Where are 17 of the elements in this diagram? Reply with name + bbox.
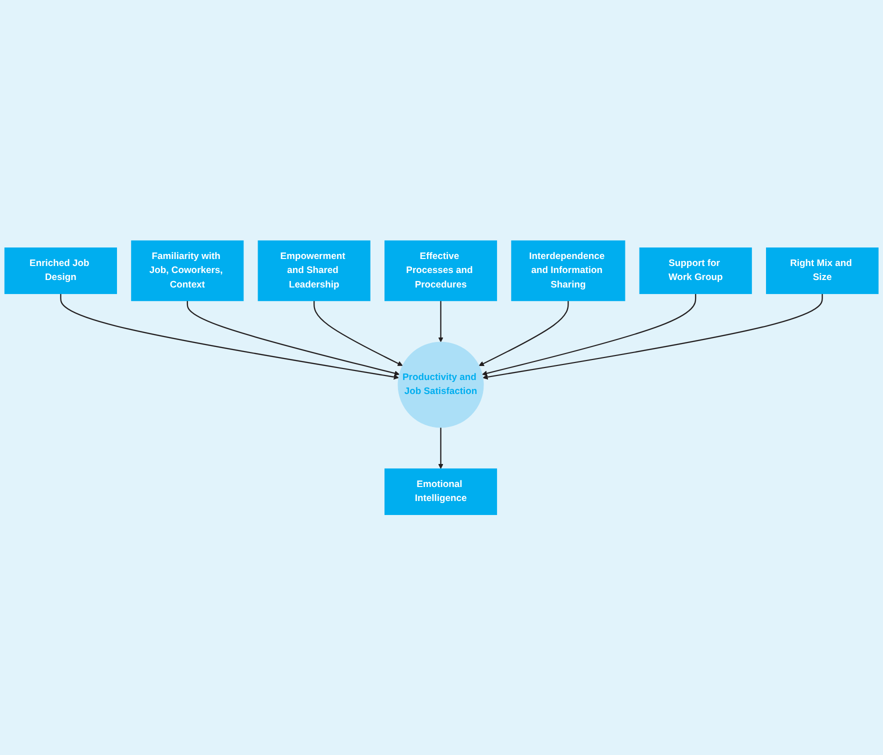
arrow [314, 300, 403, 366]
node-box: Right Mix and Size [766, 247, 879, 294]
node-box: Enriched Job Design [4, 247, 117, 294]
arrow [60, 294, 399, 380]
node-box: Familiarity with Job, Coworkers, Context [131, 240, 244, 301]
arrow [438, 300, 444, 342]
node-box: Effective Processes and Procedures [384, 240, 498, 301]
arrow [186, 300, 400, 376]
arrow [438, 427, 444, 469]
node-box: Empowerment and Shared Leadership [258, 240, 370, 301]
arrow [482, 294, 696, 376]
node-circle: Productivity and Job Satisfaction [398, 342, 484, 428]
node-box: Support for Work Group [639, 247, 752, 294]
arrow [478, 300, 569, 366]
node-box: Emotional Intelligence [384, 468, 498, 515]
arrow [482, 294, 823, 380]
node-box: Interdependence and Information Sharing [511, 240, 626, 301]
